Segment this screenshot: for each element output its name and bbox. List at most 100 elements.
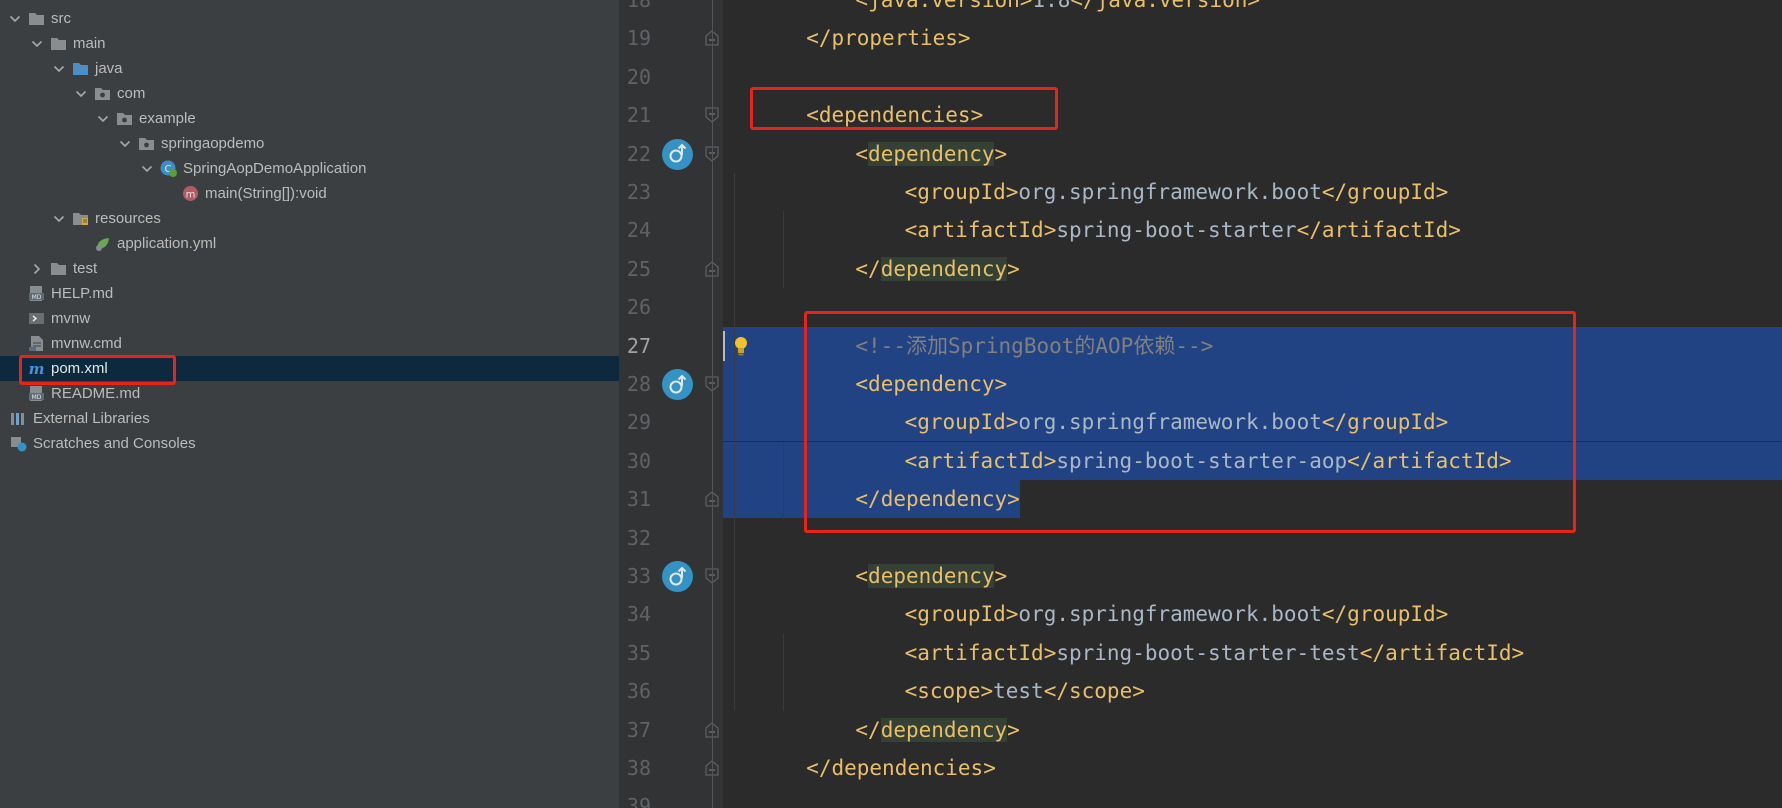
chevron-down-icon[interactable]	[140, 162, 154, 176]
line-number: 20	[626, 64, 651, 89]
tree-item-mvnw-cmd[interactable]: mvnw.cmd	[0, 331, 619, 356]
code-line[interactable]	[723, 519, 1782, 557]
tree-item-label: mvnw.cmd	[51, 335, 122, 352]
tree-item-main[interactable]: main	[0, 31, 619, 56]
code-line[interactable]	[723, 288, 1782, 326]
code-line[interactable]: <groupId>org.springframework.boot</group…	[723, 595, 1782, 633]
chevron-down-icon[interactable]	[52, 212, 66, 226]
xml-bracket: </	[855, 256, 881, 281]
code-line[interactable]	[723, 787, 1782, 808]
tree-item-external-libraries[interactable]: External Libraries	[0, 406, 619, 431]
code-line[interactable]: </properties>	[723, 19, 1782, 57]
xml-bracket: >	[1007, 717, 1020, 742]
code-line[interactable]: <!--添加SpringBoot的AOP依赖-->	[723, 326, 1782, 365]
xml-bracket: <	[904, 602, 918, 627]
chevron-down-icon[interactable]	[74, 87, 88, 101]
folder-icon	[28, 10, 45, 27]
code-line[interactable]: <java.version>1.8</java.version>	[723, 0, 1782, 19]
xml-bracket: >	[1247, 0, 1261, 12]
line-number: 38	[626, 756, 651, 780]
tree-item-scratches-and-consoles[interactable]: Scratches and Consoles	[0, 431, 619, 456]
xml-bracket: <	[904, 410, 918, 435]
lightbulb-icon[interactable]	[732, 335, 750, 357]
tree-item-test[interactable]: test	[0, 256, 619, 281]
chevron-right-icon[interactable]	[30, 262, 44, 276]
source-folder-icon	[72, 60, 89, 77]
code-line[interactable]: <groupId>org.springframework.boot</group…	[723, 403, 1782, 442]
xml-bracket: >	[1435, 410, 1449, 435]
gutter-divider	[712, 0, 713, 808]
code-line[interactable]: <dependency>	[723, 557, 1782, 595]
tree-item-label: Scratches and Consoles	[33, 435, 196, 452]
tree-item-label: README.md	[51, 385, 141, 402]
tree-item-example[interactable]: example	[0, 106, 619, 131]
xml-tag-name: scope	[917, 679, 981, 704]
xml-bracket: >	[1132, 679, 1145, 704]
maven-run-icon[interactable]	[662, 138, 693, 170]
method-icon: m	[182, 185, 199, 202]
tree-item-label: mvnw	[51, 310, 91, 327]
chevron-down-icon[interactable]	[30, 37, 44, 51]
chevron-down-icon[interactable]	[52, 62, 66, 76]
code-line[interactable]	[723, 58, 1782, 96]
xml-text: org.springframework.boot	[1018, 410, 1322, 435]
code-line[interactable]: <groupId>org.springframework.boot</group…	[723, 173, 1782, 211]
code-line[interactable]: </dependency>	[723, 711, 1782, 749]
line-number: 28	[626, 372, 651, 396]
chevron-down-icon[interactable]	[118, 137, 132, 151]
chevron-down-icon[interactable]	[8, 12, 22, 26]
code-line[interactable]: <artifactId>spring-boot-starter</artifac…	[723, 211, 1782, 249]
code-line[interactable]: <dependency>	[723, 365, 1782, 403]
tree-item-com[interactable]: com	[0, 81, 619, 106]
tree-item-resources[interactable]: resources	[0, 206, 619, 231]
code-line[interactable]: <dependencies>	[723, 96, 1782, 134]
text-caret	[723, 330, 725, 361]
xml-bracket: >	[994, 141, 1008, 166]
xml-tag-name: dependencies	[831, 756, 984, 780]
tree-item-application-yml[interactable]: application.yml	[0, 231, 619, 256]
tree-item-label: SpringAopDemoApplication	[183, 160, 367, 177]
indent-guide	[783, 211, 784, 289]
code-line[interactable]: <dependency>	[723, 135, 1782, 173]
tree-item-label: springaopdemo	[161, 135, 265, 152]
xml-bracket: <	[806, 103, 819, 128]
chevron-down-icon[interactable]	[96, 112, 110, 126]
tree-item-java[interactable]: java	[0, 56, 619, 81]
xml-bracket: </	[1296, 218, 1322, 243]
xml-tag-name: dependency	[868, 372, 995, 396]
tree-item-readme-md[interactable]: MD README.md	[0, 381, 619, 406]
svg-text:MD: MD	[32, 394, 42, 401]
tree-item-label: resources	[95, 210, 161, 227]
tree-item-mvnw[interactable]: mvnw	[0, 306, 619, 331]
xml-bracket: >	[970, 103, 984, 128]
line-number: 27	[626, 333, 651, 358]
scratches-icon	[10, 435, 27, 452]
xml-bracket: </	[1321, 180, 1348, 204]
code-line[interactable]: </dependency>	[723, 480, 1020, 519]
tree-item-src[interactable]: src	[0, 6, 619, 31]
code-line[interactable]: <artifactId>spring-boot-starter-aop</art…	[723, 441, 1782, 480]
xml-tag-name: dependency	[880, 256, 1008, 281]
maven-run-icon[interactable]	[662, 561, 693, 592]
xml-tag-name: dependencies	[818, 103, 971, 128]
xml-bracket: <	[904, 180, 918, 204]
tree-item-label: test	[73, 260, 98, 277]
code-line[interactable]: <artifactId>spring-boot-starter-test</ar…	[723, 634, 1782, 672]
tree-item-springaopdemo[interactable]: springaopdemo	[0, 131, 619, 156]
xml-bracket: >	[994, 564, 1008, 588]
code-line[interactable]: </dependencies>	[723, 749, 1782, 787]
maven-run-icon[interactable]	[662, 369, 693, 400]
svg-text:MD: MD	[32, 294, 42, 301]
indent-guide	[783, 633, 784, 711]
xml-text: spring-boot-starter-test	[1056, 640, 1360, 665]
xml-bracket: >	[1435, 180, 1449, 204]
code-line[interactable]: <scope>test</scope>	[723, 672, 1782, 710]
code-line[interactable]: </dependency>	[723, 250, 1782, 288]
line-number: 26	[626, 295, 651, 320]
line-number: 37	[626, 717, 651, 742]
